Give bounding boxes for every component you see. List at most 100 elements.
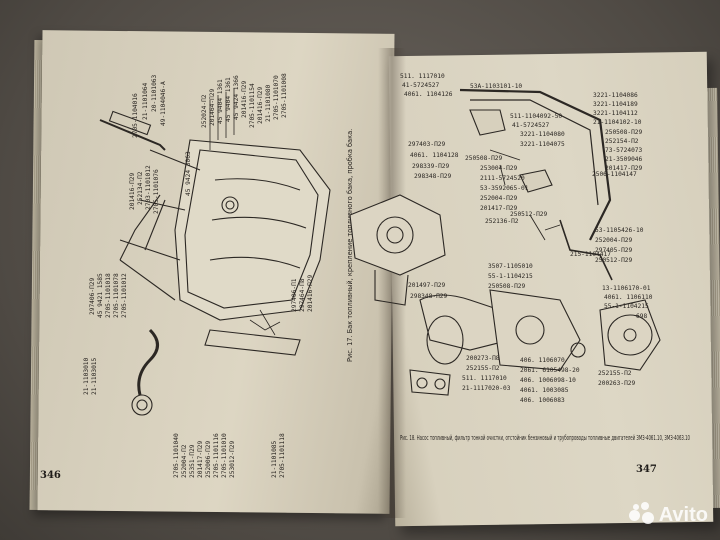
part-label: 20-1101063 (151, 74, 158, 112)
avito-watermark: Avito (628, 502, 708, 528)
part-label: 4061. 1106110 (604, 294, 653, 301)
part-label: 55-1-1104215 (604, 303, 649, 310)
part-label: 252004-П29 (480, 195, 518, 202)
part-label: 25351-П29 (189, 444, 196, 478)
book-gutter (378, 48, 406, 518)
part-label: 252004-П29 (595, 237, 633, 244)
part-label: 252155-П2 (466, 365, 500, 372)
part-label: 201464-П29 (209, 88, 216, 126)
part-label: 297406-П1 (291, 278, 298, 312)
part-label: 406. 1006098-10 (520, 377, 576, 384)
part-label: 55-1-1104215 (488, 273, 533, 280)
right-side-labels: 3221-1104086 3221-1104189 3221-1104112 2… (520, 92, 653, 320)
part-label: 45 9404 1361 (225, 77, 232, 122)
part-label: 73-5724073 (605, 147, 643, 154)
part-label: 297405-П29 (595, 247, 633, 254)
part-label: 21-1101085 (271, 440, 278, 478)
part-label: 2705-1101040 (173, 433, 180, 478)
figure-18-caption: Рис. 18. Насос топливный, фильтр тонкой … (400, 434, 690, 442)
part-label: 201416-П29 (241, 80, 248, 118)
part-label: 41-5724527 (512, 122, 550, 129)
part-label: 252024-П2 (201, 94, 208, 128)
right-page-number: 347 (636, 464, 657, 475)
part-label: 4061. 1104126 (404, 91, 453, 98)
part-label: 2111-5724520 (480, 175, 525, 182)
part-label: 4061. 1104128 (410, 152, 459, 159)
part-label: 201416-П29 (129, 172, 136, 210)
left-side-labels: 297406-П29 45 9421 1585 2705-1101018 270… (83, 273, 314, 395)
part-label: 201417-П29 (480, 205, 518, 212)
avito-watermark-text: Avito (658, 503, 708, 526)
part-label: 200263-П29 (598, 380, 636, 387)
part-label: 21-1101064 (142, 82, 149, 120)
fuel-pump-drawing (349, 88, 661, 396)
part-label: 45 9424 3063 (185, 151, 192, 196)
part-label: 252006-П29 (205, 440, 212, 478)
part-label: 298348-П29 (414, 173, 452, 180)
part-label: 2705-1101116 (213, 433, 220, 478)
part-label: 2705-1101018 (105, 273, 112, 318)
part-label: 3221-1104075 (520, 141, 565, 148)
part-label: 2705-1101008 (281, 73, 288, 118)
part-label: 201417-П29 (197, 440, 204, 478)
part-label: 297403-П29 (408, 141, 446, 148)
left-bottom-labels: 2705-1101040 252004-П2 25351-П29 201417-… (173, 433, 286, 478)
part-label: 200273-П8 (466, 355, 500, 362)
part-label: 252004-П2 (181, 444, 188, 478)
left-mid-labels: 201416-П29 252134-П2 2703-1101012 2705-1… (129, 151, 192, 214)
part-label: 253004-П29 (480, 165, 518, 172)
figure-17-caption: Рис. 17. Бак топливный, крепление топлив… (346, 129, 354, 362)
part-label: 250512-П29 (510, 211, 548, 218)
fuel-tank-drawing (99, 88, 331, 416)
part-label: 41-5724527 (402, 82, 440, 89)
part-label: 511. 1117010 (462, 375, 507, 382)
part-label: 2061. 6105498-20 (520, 367, 580, 374)
part-label: 201416-П29 (307, 274, 314, 312)
part-label: 4061. 1003085 (520, 387, 569, 394)
part-label: 2705-1101154 (249, 83, 256, 128)
part-label: 13-1106170-01 (602, 285, 651, 292)
left-page-number: 346 (40, 470, 61, 481)
part-label: 2506-1104147 (592, 171, 637, 178)
part-label: 49-1104046-А (160, 81, 167, 126)
right-bottom-labels: 200273-П8 252155-П2 511. 1117010 21-1117… (462, 355, 636, 404)
part-label: 201497-П29 (408, 282, 446, 289)
part-label: 21-3509046 (605, 156, 643, 163)
part-label: 201417-П29 (605, 165, 643, 172)
part-label: 298339-П29 (412, 163, 450, 170)
part-label: 297406-П29 (89, 277, 96, 315)
left-top-labels: 2705-1104016 21-1101064 20-1101063 49-11… (132, 73, 288, 138)
part-label: 53А-1103101-10 (470, 83, 522, 90)
part-label: 252134-П2 (137, 171, 144, 205)
right-left-labels: 511. 1117010 41-5724527 4061. 1104126 29… (400, 73, 459, 300)
part-label: 2705-1101118 (279, 433, 286, 478)
part-label: 698 (636, 313, 647, 320)
part-label: 3221-1104086 (593, 92, 638, 99)
part-label: 201416-П29 (257, 86, 264, 124)
open-book (18, 18, 720, 540)
part-label: 252154-П2 (605, 138, 639, 145)
part-label: 53-1105426-10 (595, 227, 644, 234)
part-label: 252136-П2 (485, 218, 519, 225)
part-label: 2703-1101012 (145, 165, 152, 210)
part-label: 3221-1104112 (593, 110, 638, 117)
part-label: 21-1117020-03 (462, 385, 511, 392)
part-label: 53-3592065-01 (480, 185, 529, 192)
part-label: 406. 1006083 (520, 397, 565, 404)
part-label: 45 9424 1366 (233, 75, 240, 120)
part-label: 45 9404 1361 (217, 79, 224, 124)
part-label: 3507-1105010 (488, 263, 533, 270)
part-label: 250508-П29 (605, 129, 643, 136)
part-label: 3221-1104080 (520, 131, 565, 138)
part-label: 45 9421 1585 (97, 273, 104, 318)
part-label: 250512-П29 (595, 257, 633, 264)
part-label: 21-1101080 (265, 84, 272, 122)
part-label: 2705-1101010 (221, 433, 228, 478)
part-label: 511. 1117010 (400, 73, 445, 80)
part-label: 298348-П29 (410, 293, 448, 300)
part-label: 2705-1101076 (153, 169, 160, 214)
part-label: 511-1104092-50 (510, 113, 562, 120)
part-label: 250508-П29 (465, 155, 503, 162)
